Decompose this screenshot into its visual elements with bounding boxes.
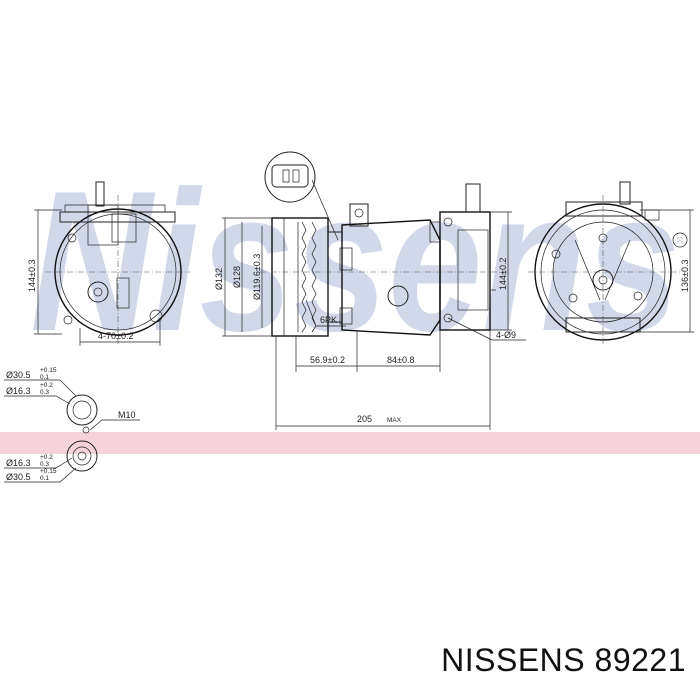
dim-front-width: 4-70±0.2 [98, 331, 133, 341]
part-number: 89221 [594, 642, 686, 678]
port-bottom-inner: Ø16.3 [6, 458, 31, 468]
part-caption: NISSENS 89221 [441, 642, 686, 679]
port-top-outer-tol-hi: +0.15 [40, 367, 57, 374]
port-top-inner: Ø16.3 [6, 386, 31, 396]
dim-rear-right-height: 136±0.3 [680, 260, 690, 292]
port-details: Ø30.5 +0.15 0.1 Ø16.3 +0.2 0.3 M10 Ø16.3… [4, 367, 140, 483]
dim-pulley-d3: Ø119.6±0.3 [252, 254, 262, 300]
dim-mount-holes: 4-Ø9 [496, 330, 516, 340]
highlight-band [0, 432, 700, 454]
label-belt-profile: 6PK [320, 315, 337, 325]
dim-depth-body: 84±0.8 [387, 355, 414, 365]
port-bottom-outer-tol-lo: 0.1 [40, 475, 49, 482]
dim-pulley-d1: Ø132 [214, 268, 224, 290]
registered-mark-icon: R [672, 232, 688, 248]
port-top-outer-tol-lo: 0.1 [40, 374, 49, 381]
dim-pulley-d2: Ø128 [232, 266, 242, 288]
side-view: Ø132 Ø128 Ø119.6±0.3 6PK 56.9±0.2 84±0.8… [214, 151, 526, 430]
rear-view: 136±0.3 [528, 181, 694, 345]
dim-rear-height: 144±0.2 [498, 258, 508, 290]
dim-overall-length-suffix: MAX [387, 417, 402, 424]
port-top-inner-tol-hi: +0.2 [40, 382, 53, 389]
port-bottom-inner-tol-lo: 0.3 [40, 461, 49, 468]
brand-name: NISSENS [441, 642, 586, 678]
front-view: 144±0.3 4-70±0.2 [27, 181, 190, 346]
watermark-logo: Nissens [30, 150, 680, 373]
port-bottom-inner-tol-hi: +0.2 [40, 454, 53, 461]
port-bottom-outer: Ø30.5 [6, 472, 31, 482]
port-top-inner-tol-lo: 0.3 [40, 389, 49, 396]
svg-text:R: R [677, 236, 684, 246]
port-top-outer: Ø30.5 [6, 370, 31, 380]
dim-overall-length: 205 [357, 414, 372, 424]
port-bottom-outer-tol-hi: +0.15 [40, 468, 57, 475]
dim-front-height: 144±0.3 [27, 260, 37, 292]
port-thread: M10 [118, 410, 136, 420]
dim-depth-pulley: 56.9±0.2 [310, 355, 345, 365]
